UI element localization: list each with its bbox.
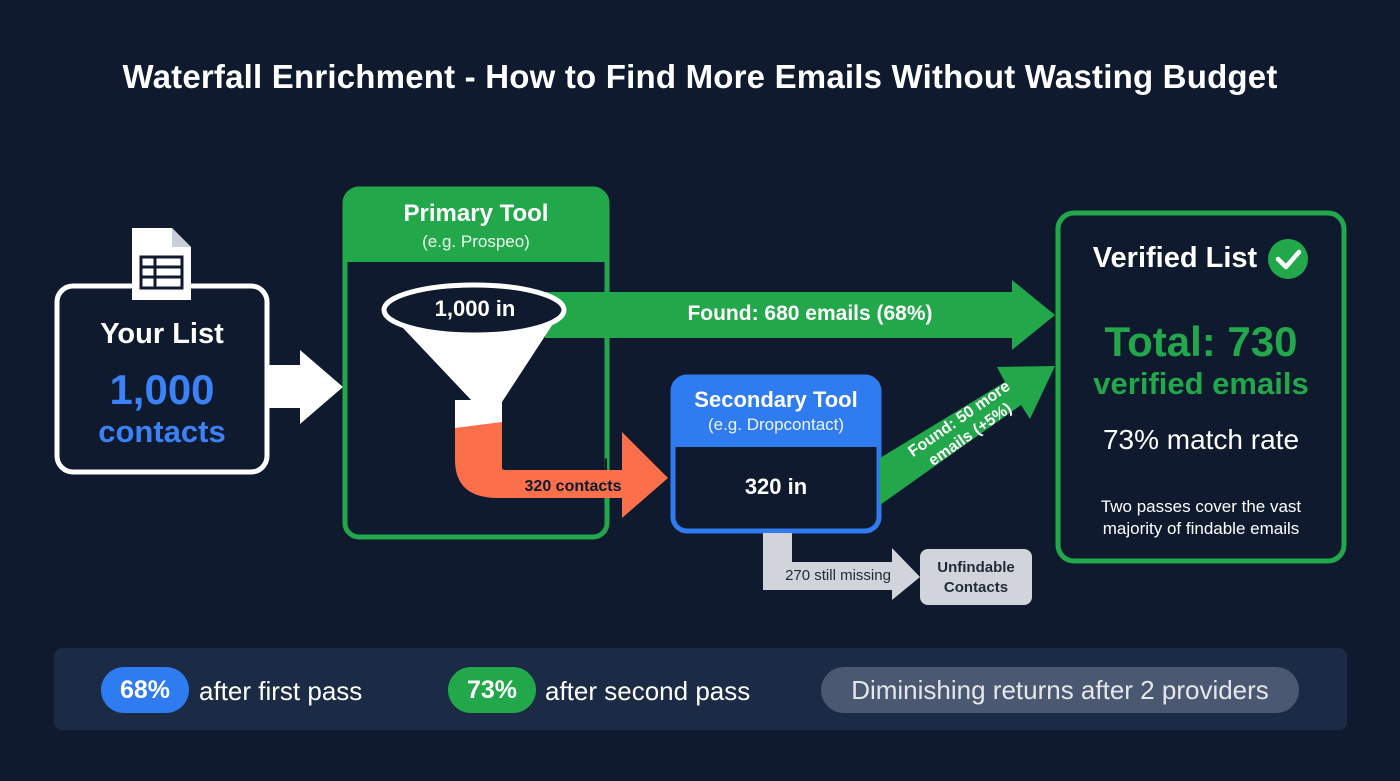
first-pass-label: after first pass (199, 676, 363, 706)
primary-tool-subtitle: (e.g. Prospeo) (422, 232, 530, 251)
second-pass-badge: 73% (448, 667, 536, 713)
verified-list-title: Verified List (1092, 242, 1258, 274)
unfindable-box (920, 549, 1032, 605)
secondary-tool-title: Secondary Tool (694, 387, 858, 412)
funnel-icon (386, 310, 562, 440)
not-found-line1: Not found: (532, 457, 614, 474)
arrow-to-primary (268, 350, 343, 424)
your-list-unit: contacts (98, 414, 226, 449)
secondary-input-label: 320 in (744, 474, 808, 499)
arrow-found-secondary (880, 366, 1055, 505)
secondary-tool-header (673, 377, 879, 447)
arrow-found-primary (545, 280, 1055, 350)
first-pass-badge: 68% (101, 667, 189, 713)
primary-tool-header (345, 189, 607, 262)
verified-note-line1: Two passes cover the vast (1100, 497, 1302, 516)
funnel-rim (381, 282, 567, 338)
your-list-count: 1,000 (109, 366, 215, 413)
spreadsheet-file-icon (132, 228, 191, 300)
verified-total: Total: 730 (1104, 318, 1298, 365)
verified-note-line2: majority of findable emails (1102, 519, 1300, 539)
your-list-title: Your List (100, 318, 224, 350)
primary-tool-title: Primary Tool (403, 200, 549, 227)
second-pass-label: after second pass (545, 676, 751, 706)
page-title: Waterfall Enrichment - How to Find More … (122, 58, 1278, 95)
not-found-label: Not found: 320 contacts (500, 456, 646, 498)
arrow-not-found (455, 430, 668, 518)
diminishing-returns-badge: Diminishing returns after 2 providers (821, 667, 1299, 713)
match-rate: 73% match rate (1102, 424, 1300, 455)
verified-list-box (1055, 210, 1347, 564)
still-missing-label: 270 still missing (785, 567, 891, 584)
funnel-input-label: 1,000 in (434, 296, 516, 321)
found-primary-label: Found: 680 emails (68%) (687, 302, 933, 325)
verified-unit: verified emails (1093, 366, 1309, 401)
arrow-still-missing (763, 533, 920, 600)
unfindable-label: Unfindable Contacts (920, 558, 1032, 597)
secondary-tool-subtitle: (e.g. Dropcontact) (707, 415, 845, 434)
check-circle-icon (1268, 239, 1308, 279)
unfindable-line1: Unfindable (937, 559, 1015, 576)
unfindable-line2: Contacts (943, 578, 1009, 596)
verified-note: Two passes cover the vast majority of fi… (1075, 496, 1327, 540)
not-found-line2: 320 contacts (524, 477, 622, 495)
